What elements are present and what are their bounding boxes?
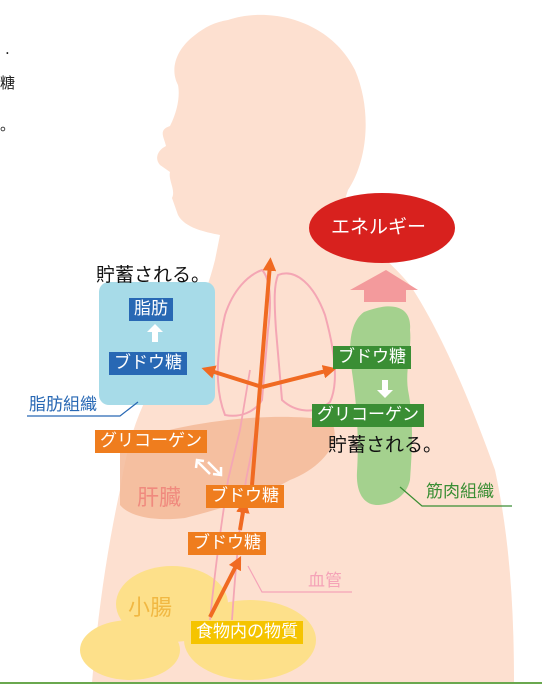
liver-glucose-box: ブドウ糖 <box>206 485 284 508</box>
food-substances-box: 食物内の物質 <box>191 621 303 644</box>
vessel-leader <box>247 565 352 593</box>
body-silhouette <box>92 14 514 683</box>
clipped-text-3: 。 <box>0 116 16 134</box>
arrow-trunk-up <box>250 257 277 486</box>
muscle-glycogen-box: グリコーゲン <box>312 404 424 427</box>
muscle-stored-label: 貯蓄される。 <box>328 434 443 456</box>
fat-tissue-label: 脂肪組織 <box>29 395 97 415</box>
arrow-to-fat <box>201 365 263 389</box>
muscle-tissue-label: 筋肉組織 <box>426 482 494 502</box>
clipped-text-2: 糖 <box>0 74 16 92</box>
arrow-to-muscle <box>261 365 337 389</box>
vessel-glucose-box: ブドウ糖 <box>188 532 266 555</box>
energy-up-arrow <box>350 270 418 302</box>
energy-label: エネルギー <box>331 216 427 238</box>
liver-double-arrows <box>194 458 223 477</box>
liver-name-label: 肝臓 <box>137 486 182 511</box>
energy-ellipse <box>309 193 455 263</box>
vessel-name-label: 血管 <box>308 571 342 591</box>
fat-stored-label: 貯蓄される。 <box>96 264 211 286</box>
arrow-food-to-vessel <box>208 555 242 618</box>
fat-up-arrow <box>147 324 163 342</box>
clipped-text-1: . <box>5 40 10 58</box>
fat-tissue-leader <box>27 401 139 417</box>
muscle-glucose-box: ブドウ糖 <box>333 346 411 369</box>
fat-glucose-box: ブドウ糖 <box>109 352 187 375</box>
arrow-vessel-to-liver <box>236 499 250 531</box>
muscle-tissue-leader <box>399 486 512 507</box>
fat-box: 脂肪 <box>129 298 173 321</box>
blood-vessel-right <box>231 369 263 621</box>
muscle-down-arrow <box>377 380 393 398</box>
liver-glycogen-box: グリコーゲン <box>95 430 207 453</box>
blood-vessel-left <box>209 369 251 621</box>
intestine-name-label: 小腸 <box>128 596 173 621</box>
intestine-blob-3 <box>80 620 180 680</box>
lung-right <box>273 272 336 412</box>
